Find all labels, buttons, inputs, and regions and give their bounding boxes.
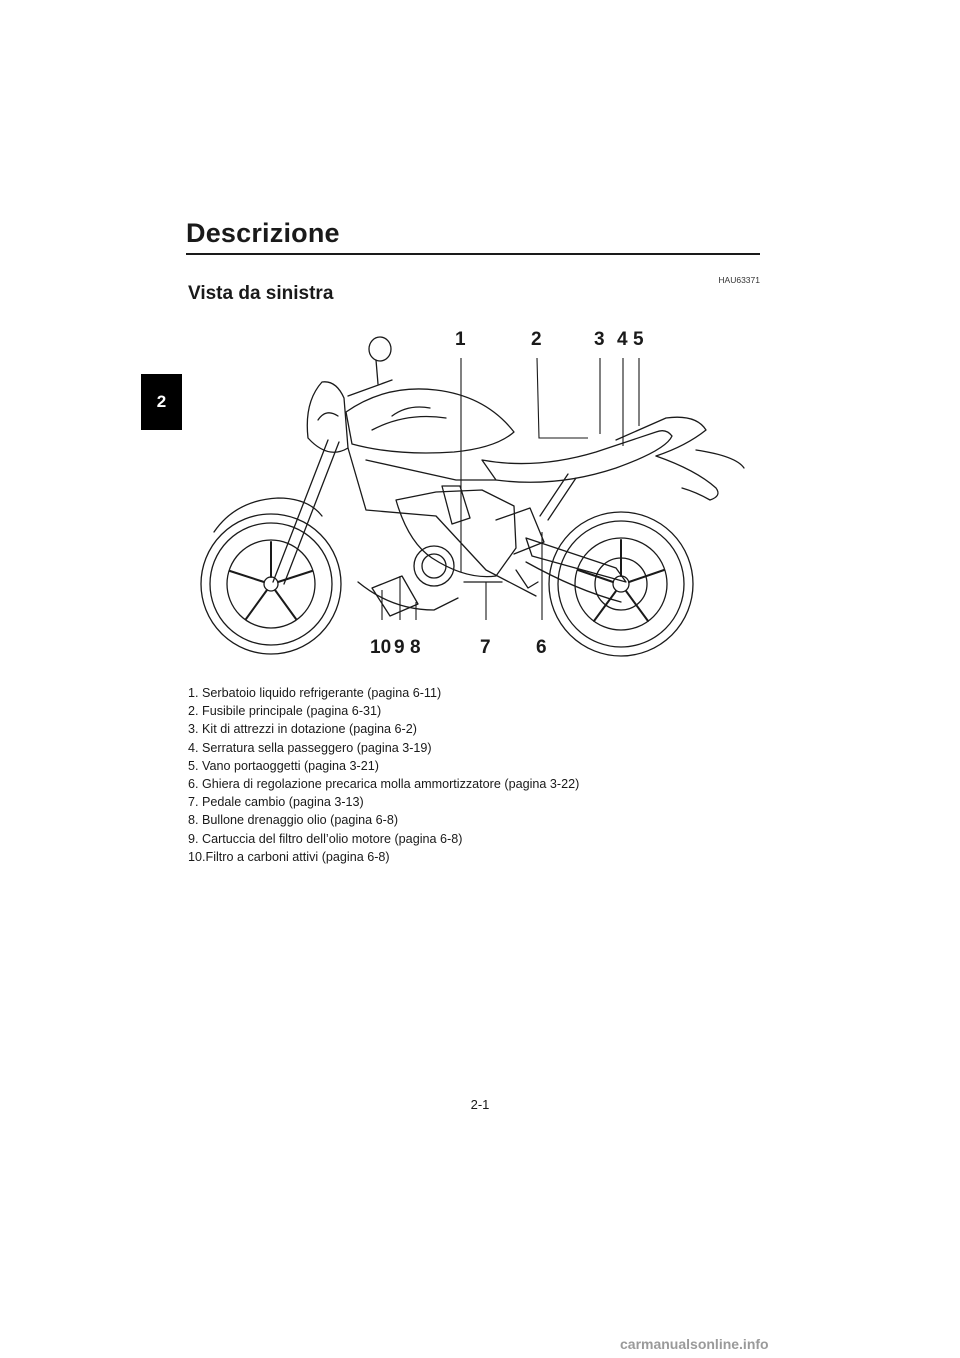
watermark: carmanualsonline.info [620,1336,769,1352]
callout-10: 10 [370,637,392,658]
legend-item: 1. Serbatoio liquido refrigerante (pagin… [188,686,442,700]
page-header-title: Descrizione [186,218,340,248]
callout-9: 9 [394,637,405,658]
callout-5: 5 [633,329,644,350]
callout-6: 6 [536,637,547,658]
reference-code: HAU63371 [718,275,760,285]
callout-8: 8 [410,637,421,658]
parts-legend: 1. Serbatoio liquido refrigerante (pagin… [188,684,748,866]
chapter-tab: 2 [141,374,182,430]
legend-item: 3. Kit di attrezzi in dotazione (pagina … [188,722,417,737]
callout-7: 7 [480,637,491,658]
header-rule [186,253,760,255]
callout-1: 1 [455,329,466,350]
section-title: Vista da sinistra [188,283,334,304]
callout-4: 4 [617,329,628,350]
legend-item: 10.Filtro a carboni attivi (pagina 6-8) [188,849,390,864]
legend-item: 7. Pedale cambio (pagina 3-13) [188,795,364,810]
legend-item: 2. Fusibile principale (pagina 6-31) [188,704,382,719]
legend-item: 4. Serratura sella passeggero (pagina 3-… [188,740,432,755]
legend-item: 6. Ghiera di regolazione precarica molla… [188,777,580,792]
callout-2: 2 [531,329,542,350]
legend-item: 5. Vano portaoggetti (pagina 3-21) [188,758,379,773]
motorcycle-illustration [200,336,745,657]
legend-item: 8. Bullone drenaggio olio (pagina 6-8) [188,813,399,828]
callout-3: 3 [594,329,605,350]
legend-item: 9. Cartuccia del filtro dell’olio motore… [188,831,463,846]
motorcycle-figure: 1 2 3 4 5 6 7 8 9 10 [196,320,766,665]
page-number: 2-1 [470,1097,490,1112]
